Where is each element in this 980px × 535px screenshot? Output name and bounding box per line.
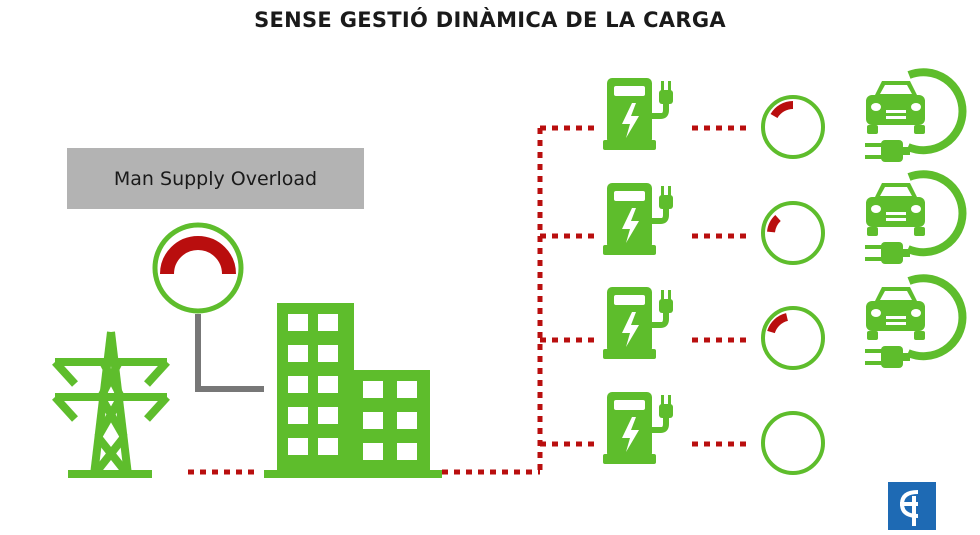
power-tower-icon [52,331,170,478]
charger-1-icon [603,78,673,150]
diagram-title: SENSE GESTIÓ DINÀMICA DE LA CARGA [254,8,726,32]
charger-2-meter [761,201,825,265]
charger-4-icon [603,392,673,464]
car-1-icon [865,72,962,162]
charger-4-meter [761,411,825,475]
meter-connector-line [195,314,264,392]
brand-logo [888,482,936,530]
main-supply-meter [152,222,244,314]
building-icon [264,303,442,478]
power-lines [188,125,748,475]
charger-1-meter [761,95,825,159]
logo-letters [888,482,936,530]
car-3-icon [865,278,962,368]
charger-3-icon [603,287,673,359]
car-2-icon [865,174,962,264]
logo-mark-icon [899,490,919,526]
charger-2-meter-arc [767,215,781,233]
overload-label: Man Supply Overload [113,167,318,190]
charger-3-meter-arc [767,313,789,334]
charger-1-meter-arc [770,101,794,119]
charger-3-meter [761,306,825,370]
overload-label-box: Man Supply Overload [67,148,364,209]
charger-2-icon [603,183,673,255]
